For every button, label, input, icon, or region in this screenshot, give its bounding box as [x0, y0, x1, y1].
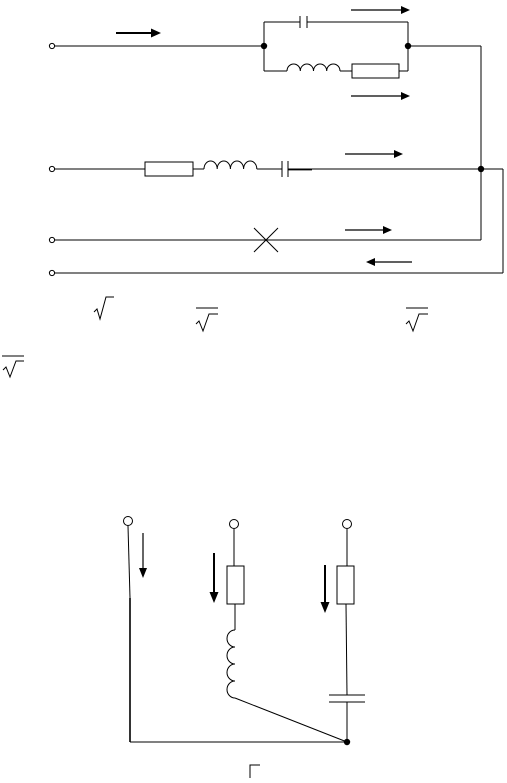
current-arrow [209, 553, 219, 603]
resistor-symbol [336, 565, 355, 605]
current-arrow [139, 533, 147, 578]
inductor-symbol [203, 160, 258, 170]
neutral-node [343, 738, 351, 746]
sqrt-sign [405, 307, 428, 333]
corner-bracket [249, 764, 260, 778]
current-arrow [351, 92, 410, 100]
terminal [342, 519, 352, 529]
leg-resistor-capacitor [329, 529, 365, 742]
junction-node [404, 42, 412, 50]
capacitor-symbol [329, 694, 365, 703]
sqrt-sign [2, 355, 24, 379]
capacitor-symbol [281, 161, 289, 177]
parallel-branch [263, 16, 409, 79]
capacitor-symbol [299, 16, 308, 28]
terminal-line-3 [48, 236, 56, 244]
terminal [123, 516, 133, 526]
resistor-symbol [226, 565, 245, 605]
junction-node [260, 42, 268, 50]
resistor-symbol [144, 161, 194, 177]
resistor-symbol [351, 63, 400, 79]
leg-resistor-inductor [226, 529, 348, 743]
current-arrow [351, 6, 410, 14]
leg-wire [127, 525, 347, 743]
current-arrow [345, 150, 403, 158]
current-arrow [366, 258, 412, 266]
line-2-branch [55, 160, 481, 177]
terminal-neutral [48, 269, 56, 277]
terminal-line-1 [48, 42, 56, 50]
sqrt-sign [195, 307, 218, 333]
current-arrow [116, 28, 161, 38]
terminal [229, 519, 239, 529]
inductor-symbol [286, 63, 341, 72]
inductor-symbol [226, 629, 236, 699]
current-arrow [345, 226, 392, 234]
star-load-circuit [123, 516, 365, 778]
sqrt-sign [93, 296, 114, 321]
current-arrow [320, 565, 330, 613]
three-phase-circuit [2, 6, 504, 379]
terminal-line-2 [48, 165, 56, 173]
break-mark [253, 227, 279, 253]
